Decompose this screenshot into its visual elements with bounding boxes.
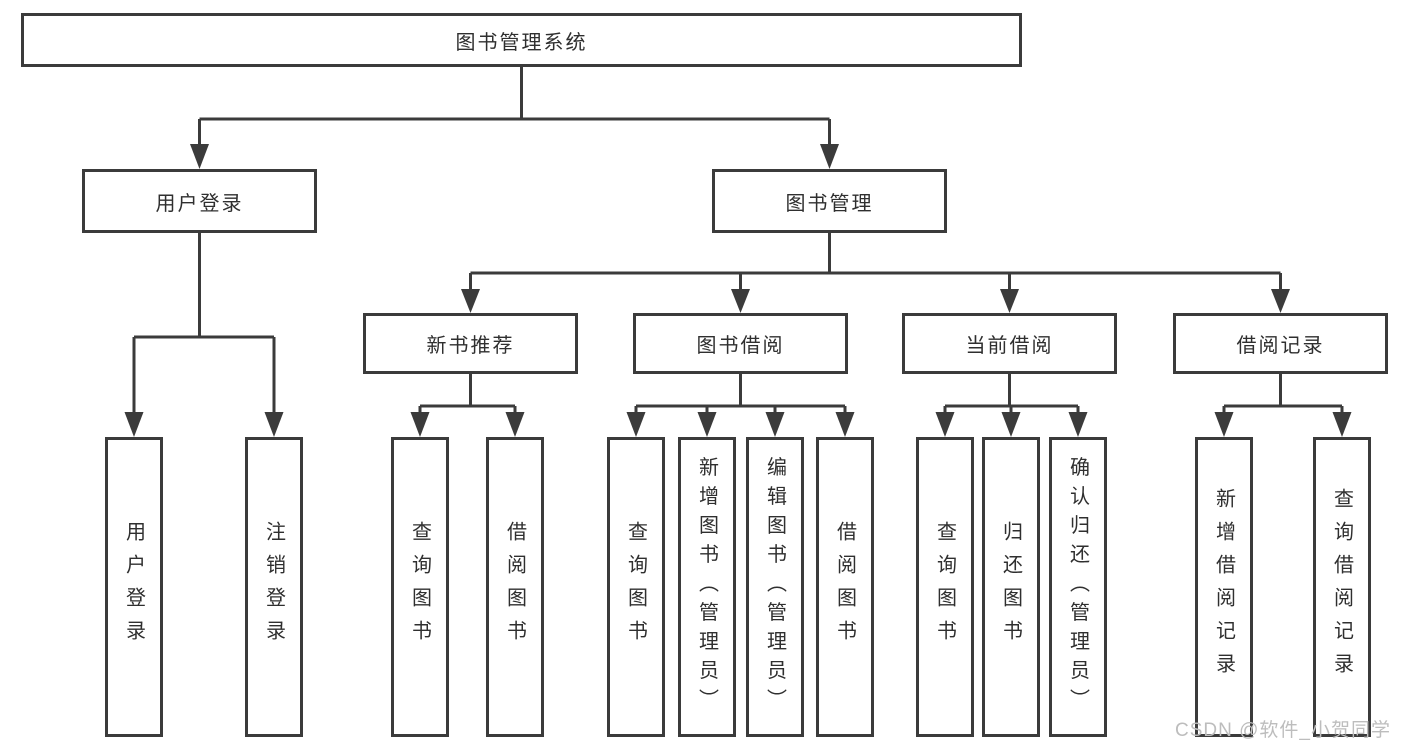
leaf-label: 新增图书（管理员） [695,456,718,718]
arrowhead-icon [124,412,144,437]
connector-current-borrow-to-leaves [935,374,1088,437]
leaf-add-borrow-record: 新增借阅记录 [1195,437,1253,737]
arrowhead-icon [765,412,785,437]
connector-user-login-to-leaves [124,233,284,437]
node-current-borrow: 当前借阅 [902,313,1117,374]
node-book-management: 图书管理 [712,169,947,233]
leaf-label: 查询借阅记录 [1330,488,1353,686]
node-label: 图书借阅 [696,335,785,357]
node-label: 新书推荐 [426,335,515,357]
node-borrow-records: 借阅记录 [1173,313,1388,374]
leaf-label: 用户登录 [122,521,145,653]
node-label: 图书管理 [785,192,874,215]
node-book-borrow: 图书借阅 [633,313,848,374]
arrowhead-icon [697,412,717,437]
leaf-label: 确认归还（管理员） [1066,456,1089,718]
arrowhead-icon [461,289,480,313]
leaf-query-books-recommend: 查询图书 [391,437,449,737]
node-label: 图书管理系统 [455,31,588,54]
arrowhead-icon [835,412,855,437]
leaf-label: 新增借阅记录 [1212,488,1235,686]
arrowhead-icon [1068,412,1088,437]
arrowhead-icon [1001,412,1021,437]
leaf-label: 查询图书 [408,521,431,653]
leaf-query-books-borrow: 查询图书 [607,437,665,737]
leaf-return-books: 归还图书 [982,437,1040,737]
arrowhead-icon [935,412,955,437]
arrowhead-icon [190,144,209,169]
leaf-add-books-admin: 新增图书（管理员） [678,437,736,737]
leaf-logout: 注销登录 [245,437,303,737]
leaf-edit-books-admin: 编辑图书（管理员） [746,437,804,737]
node-new-book-recommend: 新书推荐 [363,313,578,374]
leaf-query-borrow-record: 查询借阅记录 [1313,437,1371,737]
leaf-label: 归还图书 [999,521,1022,653]
leaf-user-login: 用户登录 [105,437,163,737]
leaf-label: 查询图书 [624,521,647,653]
leaf-borrow-books-recommend: 借阅图书 [486,437,544,737]
arrowhead-icon [1214,412,1234,437]
connector-book-management-to-level3 [461,233,1290,313]
leaf-label: 编辑图书（管理员） [763,456,786,718]
arrowhead-icon [505,412,525,437]
leaf-confirm-return-admin: 确认归还（管理员） [1049,437,1107,737]
connector-new-book-recommend-to-leaves [410,374,525,437]
node-label: 用户登录 [155,192,244,215]
leaf-query-books-current: 查询图书 [916,437,974,737]
arrowhead-icon [1000,289,1019,313]
leaf-label: 查询图书 [933,521,956,653]
connector-root-to-level2 [190,67,839,169]
arrowhead-icon [1332,412,1352,437]
node-label: 当前借阅 [965,335,1054,357]
arrowhead-icon [264,412,284,437]
leaf-borrow-books: 借阅图书 [816,437,874,737]
leaf-label: 借阅图书 [503,521,526,653]
arrowhead-icon [731,289,750,313]
arrowhead-icon [1271,289,1290,313]
leaf-label: 借阅图书 [833,521,856,653]
connector-borrow-records-to-leaves [1214,374,1352,437]
connector-book-borrow-to-leaves [626,374,855,437]
arrowhead-icon [820,144,839,169]
node-user-login: 用户登录 [82,169,317,233]
node-root: 图书管理系统 [21,13,1022,67]
node-label: 借阅记录 [1236,335,1325,357]
watermark-text: CSDN @软件_小贺同学 [1175,720,1391,741]
arrowhead-icon [410,412,430,437]
leaf-label: 注销登录 [262,521,285,653]
arrowhead-icon [626,412,646,437]
